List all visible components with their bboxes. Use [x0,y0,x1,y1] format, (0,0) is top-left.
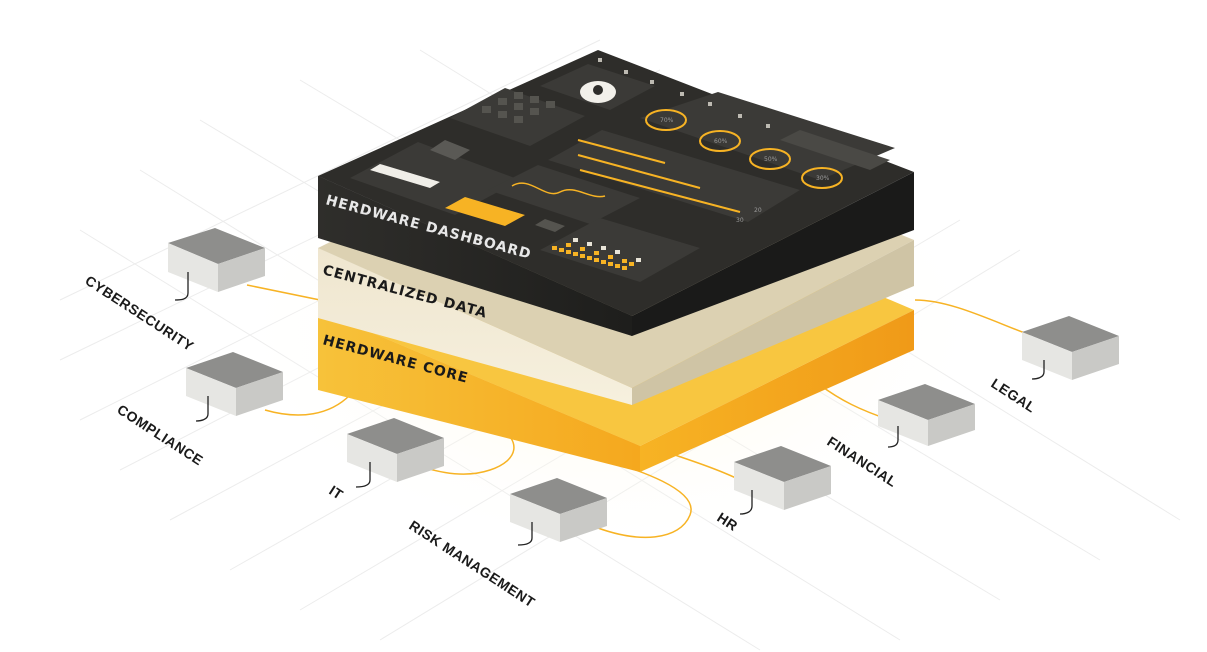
wave-panel [488,165,640,224]
gauge-label-3: 50% [764,156,778,163]
heatmap-cells-light [573,238,641,262]
gauge-label-2: 60% [714,138,728,145]
slider-value-2: 30 [736,217,744,224]
gauge-2 [699,130,741,152]
heatmap-cells [552,243,634,270]
dashboard-widgets: 20 30 70% 60% 50% 30% [350,58,895,282]
gauge-label-4: 30% [816,175,830,182]
gauge-panel [640,92,895,180]
small-square-button [535,219,565,232]
dashboard-layer: HERDWARE DASHBOARD 20 30 [318,50,914,336]
module-it: IT [326,418,444,503]
module-label-compliance: COMPLIANCE [114,401,206,468]
profile-panel [350,142,520,215]
slider-value-1: 20 [754,207,762,214]
gauge-label-1: 70% [660,117,674,124]
gauge-4 [801,167,843,189]
right-search-bar [780,130,890,170]
slider-panel [548,130,800,222]
gauge-3 [749,148,791,170]
slider-1 [577,139,666,164]
module-legal: LEGAL [988,316,1119,416]
module-label-cybersecurity: CYBERSECURITY [82,272,197,354]
slider-3 [579,169,741,213]
gauge-1 [645,109,687,131]
module-label-legal: LEGAL [988,375,1039,416]
keypad-buttons [482,92,555,123]
image-placeholder [430,140,470,160]
slider-2 [577,154,701,189]
wave-line [511,182,606,198]
module-hr: HR [714,446,831,534]
progress-pill [370,164,440,188]
top-strip-icons [598,58,770,128]
avatar-icon [593,85,603,95]
action-button [445,197,525,226]
